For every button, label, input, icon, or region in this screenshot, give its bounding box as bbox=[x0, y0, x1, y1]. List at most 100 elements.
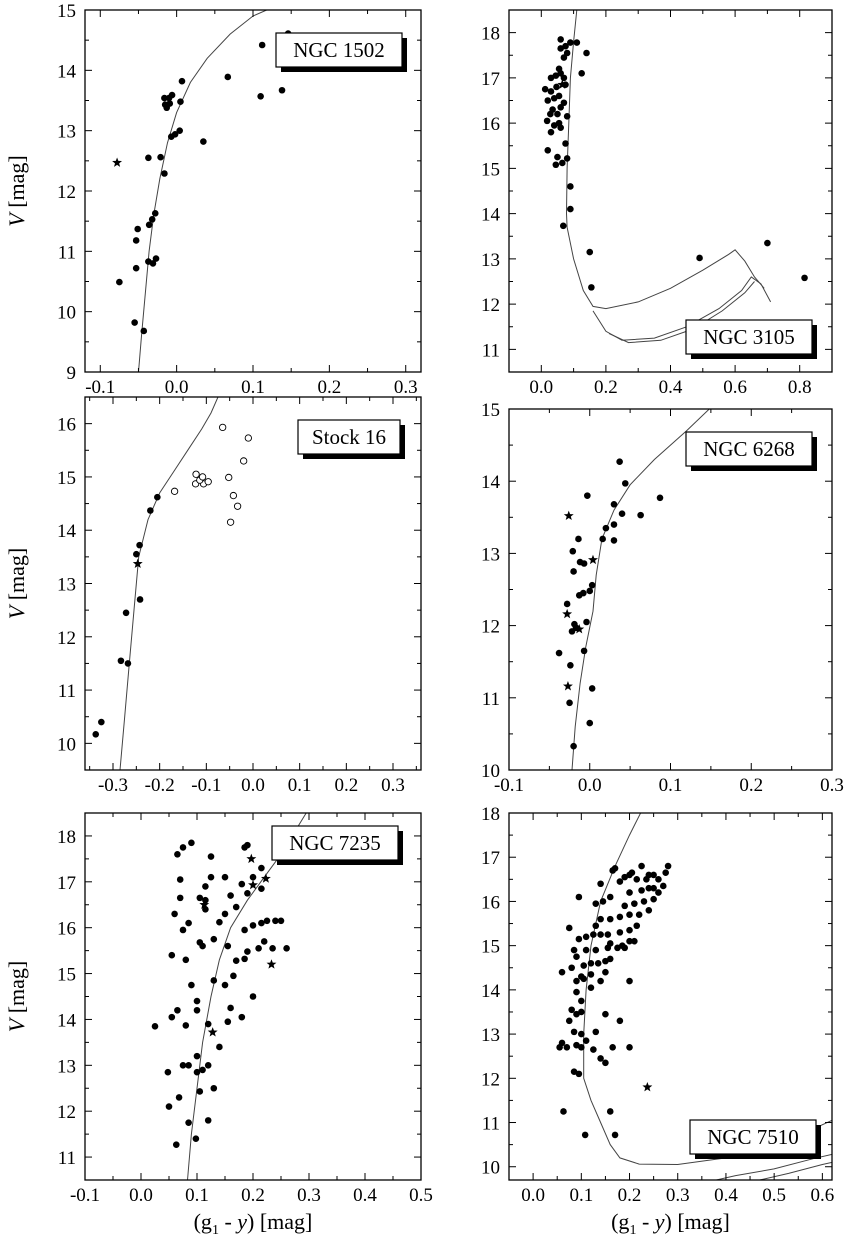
y-tick-label: 13 bbox=[481, 250, 500, 271]
member-star-point bbox=[656, 494, 664, 502]
member-star-point bbox=[185, 919, 192, 927]
member-star-point bbox=[559, 222, 567, 230]
member-star-point bbox=[547, 88, 555, 95]
member-star-point bbox=[136, 596, 144, 603]
y-tick-label: 12 bbox=[481, 1069, 500, 1090]
member-star-point bbox=[604, 931, 612, 938]
member-star-point bbox=[588, 685, 596, 692]
member-star-point bbox=[221, 910, 229, 918]
member-star-point bbox=[573, 977, 580, 985]
member-star-point bbox=[177, 98, 184, 106]
y-tick-label: 11 bbox=[482, 340, 500, 361]
y-tick-label: 17 bbox=[481, 848, 500, 869]
member-star-point bbox=[161, 170, 168, 177]
y-tick-label: 16 bbox=[57, 919, 76, 940]
member-star-point bbox=[131, 319, 138, 326]
member-star-point bbox=[193, 1052, 201, 1060]
member-star-point bbox=[616, 929, 624, 936]
y-tick-label: 10 bbox=[57, 303, 76, 324]
x-tick-label: 0.4 bbox=[659, 377, 683, 398]
member-star-point bbox=[582, 933, 590, 941]
x-tick-label: 0.1 bbox=[288, 775, 312, 796]
y-tick-label: 16 bbox=[481, 892, 500, 913]
member-star-point bbox=[165, 1103, 173, 1110]
member-star-point bbox=[764, 239, 771, 247]
y-tick-label: 15 bbox=[57, 965, 76, 986]
nonmember-point bbox=[226, 518, 235, 526]
member-star-point bbox=[645, 906, 653, 914]
member-star-point bbox=[570, 1028, 578, 1036]
isochrone-line bbox=[759, 1161, 832, 1180]
member-star-point bbox=[188, 839, 195, 847]
y-tick-label: 14 bbox=[481, 472, 501, 493]
y-tick-label: 17 bbox=[57, 873, 76, 894]
member-star-point bbox=[580, 560, 588, 567]
member-star-point bbox=[580, 962, 588, 969]
y-tick-label: 13 bbox=[481, 1025, 500, 1046]
member-star-point bbox=[549, 106, 556, 113]
member-star-point bbox=[207, 853, 215, 860]
member-star-point bbox=[258, 919, 265, 927]
member-star-point bbox=[200, 138, 207, 145]
member-star-point bbox=[210, 977, 218, 984]
member-star-point bbox=[582, 1037, 590, 1045]
member-star-point bbox=[631, 900, 638, 907]
x-tick-label: 0.3 bbox=[666, 1185, 690, 1206]
member-star-point bbox=[567, 183, 574, 190]
member-star-point bbox=[204, 1117, 212, 1124]
title-box bbox=[271, 825, 399, 861]
member-star-point bbox=[168, 1013, 176, 1021]
x-tick-label: 0.0 bbox=[529, 377, 553, 398]
member-star-point bbox=[199, 1066, 206, 1074]
member-star-point bbox=[227, 892, 234, 899]
member-star-point bbox=[611, 864, 619, 872]
member-star-point bbox=[580, 975, 588, 983]
member-star-point bbox=[179, 844, 187, 851]
member-star-point bbox=[554, 153, 561, 161]
member-star-point bbox=[583, 49, 590, 57]
member-star-point bbox=[149, 260, 157, 267]
x-tick-label: 0.5 bbox=[409, 1185, 433, 1206]
member-star-point bbox=[592, 1028, 600, 1036]
member-star-point bbox=[599, 535, 606, 543]
member-star-point bbox=[590, 931, 597, 938]
member-star-point bbox=[238, 880, 246, 888]
member-star-point bbox=[592, 922, 600, 930]
member-star-point bbox=[583, 618, 590, 626]
y-tick-label: 14 bbox=[57, 521, 77, 542]
member-star-point bbox=[567, 39, 574, 46]
y-tick-label: 12 bbox=[57, 1102, 76, 1123]
member-star-point bbox=[581, 1131, 589, 1139]
nonmember-point bbox=[204, 478, 212, 486]
y-tick-label: 16 bbox=[481, 114, 500, 135]
member-star-point bbox=[221, 981, 229, 989]
member-star-point bbox=[176, 127, 183, 134]
member-star-point bbox=[578, 1030, 585, 1038]
y-tick-label: 14 bbox=[481, 981, 501, 1002]
member-star-point bbox=[171, 130, 179, 138]
member-star-point bbox=[202, 896, 209, 904]
member-star-point bbox=[626, 911, 633, 918]
member-star-point bbox=[650, 884, 657, 892]
member-star-point bbox=[567, 662, 574, 669]
member-star-point bbox=[587, 984, 595, 991]
member-star-point bbox=[161, 94, 168, 102]
member-star-point bbox=[580, 647, 588, 655]
nonmember-point bbox=[225, 473, 233, 482]
x-tick-label: 0.2 bbox=[317, 377, 341, 398]
y-tick-label: 11 bbox=[58, 242, 76, 263]
member-star-point bbox=[145, 221, 153, 229]
member-star-point bbox=[157, 153, 164, 161]
member-star-point bbox=[182, 956, 190, 964]
member-star-point bbox=[594, 960, 602, 967]
member-star-point bbox=[578, 997, 585, 1005]
member-star-point bbox=[584, 492, 591, 499]
y-tick-label: 10 bbox=[481, 1158, 500, 1179]
member-star-point bbox=[621, 480, 629, 487]
x-tick-label: 0.1 bbox=[659, 775, 683, 796]
member-star-point bbox=[587, 971, 595, 978]
member-star-point bbox=[172, 1141, 180, 1148]
